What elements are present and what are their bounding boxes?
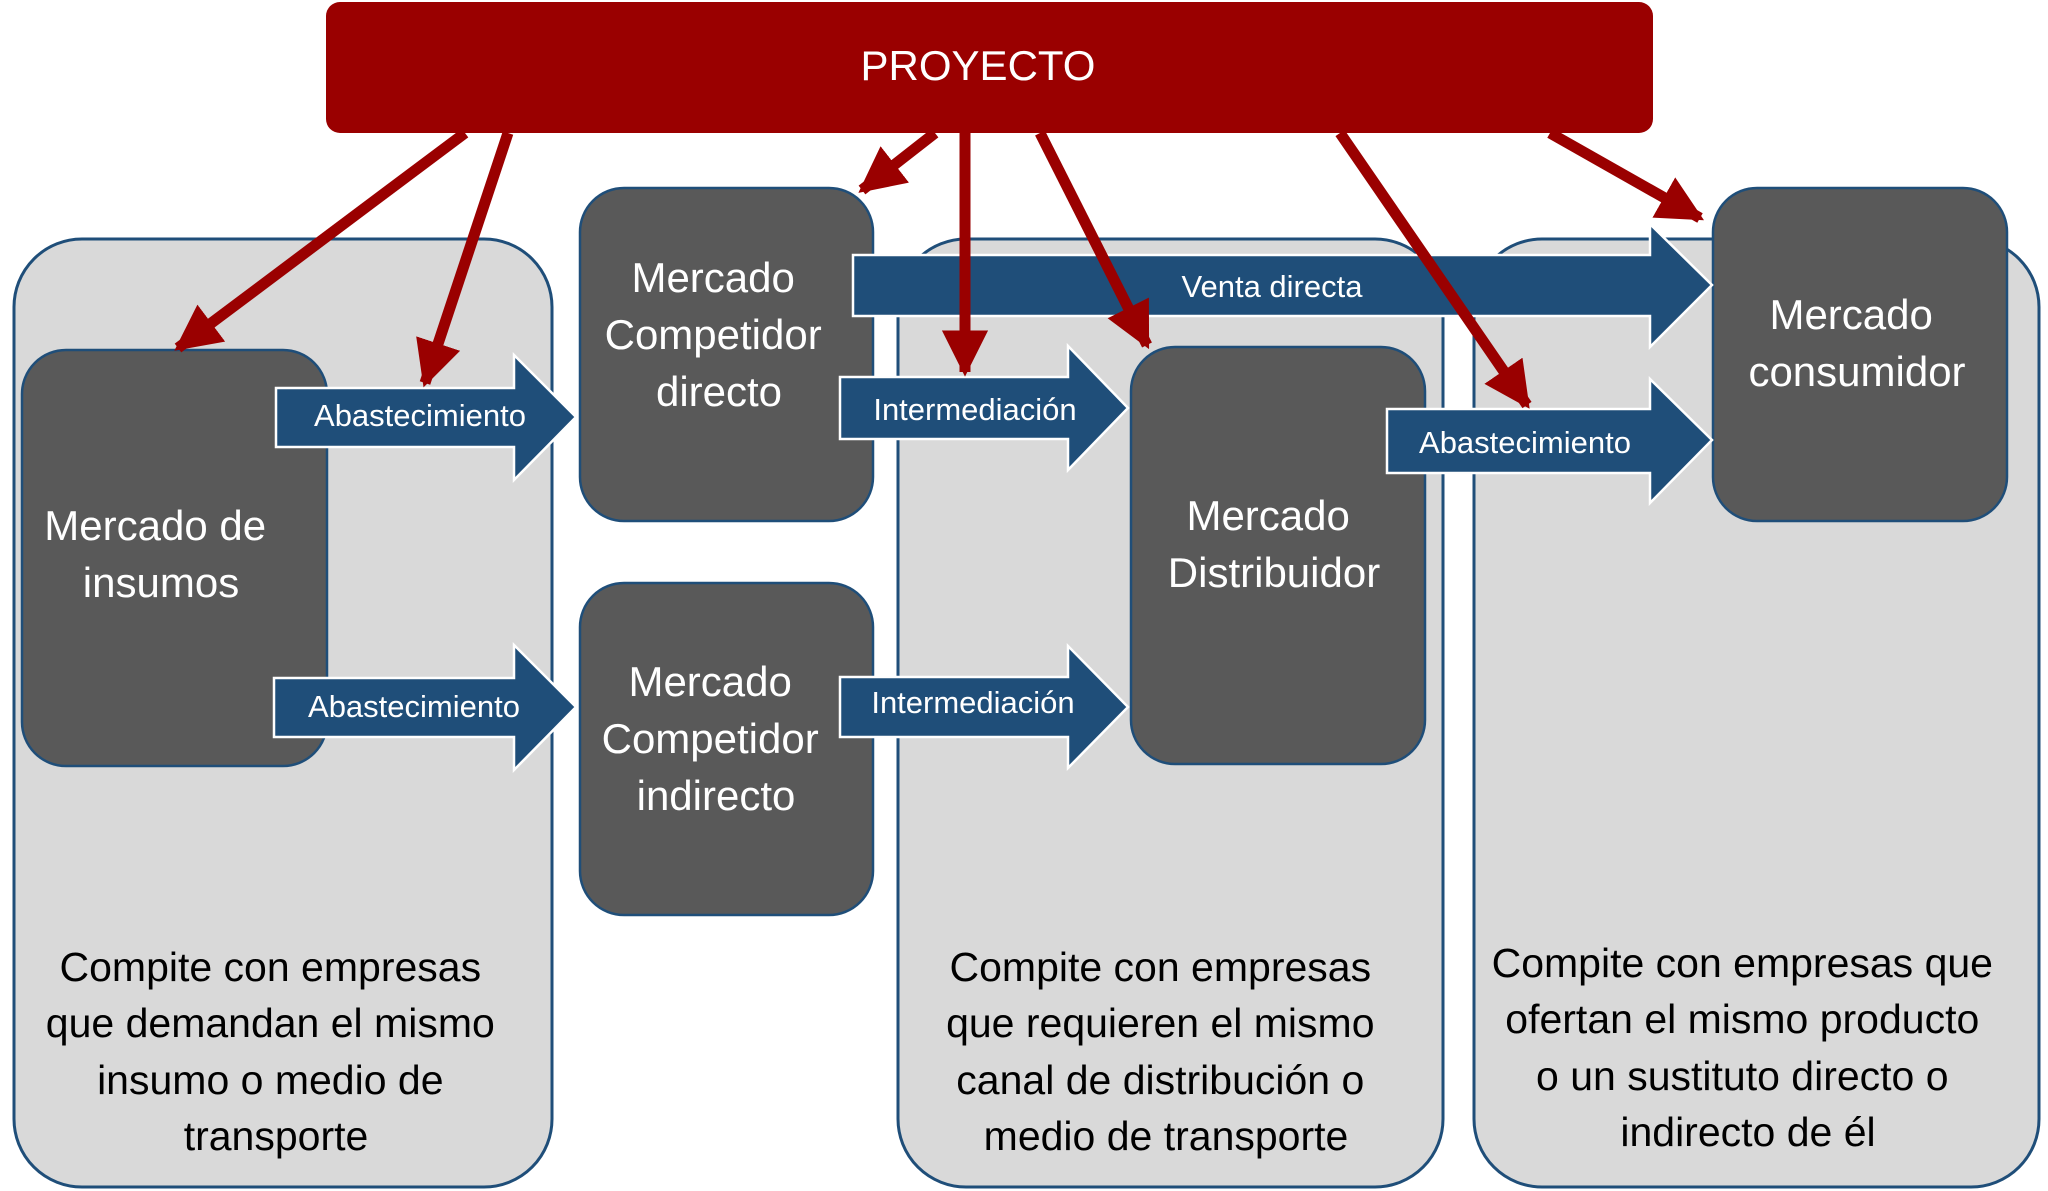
red-arrow-to-abastecimiento-3 <box>1335 129 1532 409</box>
note-insumos-line-4: transporte <box>184 1113 369 1159</box>
mercado-competidor-indirecto-label: Mercado Competidor indirecto <box>602 658 831 819</box>
mercado-consumidor-box <box>1711 186 2009 523</box>
mercado-competidor-directo-box <box>578 186 875 523</box>
intermediacion-label-2: Intermediación <box>871 685 1074 720</box>
competidor-indirecto-line-2: Competidor <box>602 715 819 762</box>
abastecimiento-arrow-2 <box>272 641 578 774</box>
competidor-directo-line-2: Competidor <box>605 311 822 358</box>
venta-directa-arrow <box>851 221 1714 351</box>
note-distribucion-line-2: que requieren el mismo <box>946 1000 1374 1046</box>
note-consumidor-line-2: ofertan el mismo producto <box>1505 996 1979 1042</box>
mercado-insumos-line-2: insumos <box>83 559 239 606</box>
red-arrow-to-competidor-directo <box>858 128 939 195</box>
note-consumidor-line-3: o un sustituto directo o <box>1536 1053 1949 1099</box>
note-distribucion: Compite con empresas que requieren el mi… <box>946 944 1386 1159</box>
distribuidor-line-2: Distribuidor <box>1168 549 1380 596</box>
abastecimiento-arrow-3 <box>1385 376 1714 507</box>
mercado-insumos-line-1: Mercado de <box>44 502 266 549</box>
venta-directa-label: Venta directa <box>1182 269 1364 304</box>
note-distribucion-line-3: canal de distribución o <box>956 1057 1364 1103</box>
abastecimiento-arrow-1 <box>274 351 578 484</box>
note-distribucion-line-1: Compite con empresas <box>950 944 1372 990</box>
red-arrow-to-distribuidor <box>1035 130 1152 350</box>
proyecto-label: PROYECTO <box>861 42 1096 89</box>
red-arrow-to-abastecimiento-1 <box>416 131 514 388</box>
consumidor-line-1: Mercado <box>1769 291 1932 338</box>
competidor-directo-line-3: directo <box>656 368 782 415</box>
abastecimiento-label-2: Abastecimiento <box>308 689 520 724</box>
note-distribucion-line-4: medio de transporte <box>984 1113 1349 1159</box>
mercado-competidor-directo-label: Mercado Competidor directo <box>605 254 834 415</box>
note-consumidor: Compite con empresas que ofertan el mism… <box>1492 940 2005 1155</box>
mercado-consumidor-label: Mercado consumidor <box>1748 291 1965 395</box>
mercado-insumos-label: Mercado de insumos <box>44 502 277 606</box>
distribuidor-line-1: Mercado <box>1186 492 1349 539</box>
mercado-distribuidor-box <box>1129 345 1427 766</box>
proyecto-box <box>326 2 1653 133</box>
intermediacion-arrow-2 <box>838 642 1130 772</box>
competidor-directo-line-1: Mercado <box>631 254 794 301</box>
red-arrow-to-consumidor <box>1547 128 1705 223</box>
note-insumos: Compite con empresas que demandan el mis… <box>46 944 506 1159</box>
abastecimiento-label-3: Abastecimiento <box>1419 425 1631 460</box>
abastecimiento-label-1: Abastecimiento <box>314 398 526 433</box>
note-insumos-line-3: insumo o medio de <box>97 1057 443 1103</box>
intermediacion-arrow-1 <box>838 342 1130 474</box>
consumidor-line-2: consumidor <box>1748 348 1965 395</box>
note-insumos-line-1: Compite con empresas <box>60 944 482 990</box>
mercado-distribuidor-label: Mercado Distribuidor <box>1168 492 1380 596</box>
note-consumidor-line-1: Compite con empresas que <box>1492 940 1993 986</box>
red-arrows <box>174 128 1705 409</box>
competidor-indirecto-line-1: Mercado <box>628 658 791 705</box>
note-consumidor-line-4: indirecto de él <box>1620 1109 1875 1155</box>
intermediacion-label-1: Intermediación <box>873 392 1076 427</box>
red-arrow-to-insumos <box>174 128 469 353</box>
note-insumos-line-2: que demandan el mismo <box>46 1000 495 1046</box>
mercado-competidor-indirecto-box <box>578 581 875 917</box>
competidor-indirecto-line-3: indirecto <box>637 772 796 819</box>
